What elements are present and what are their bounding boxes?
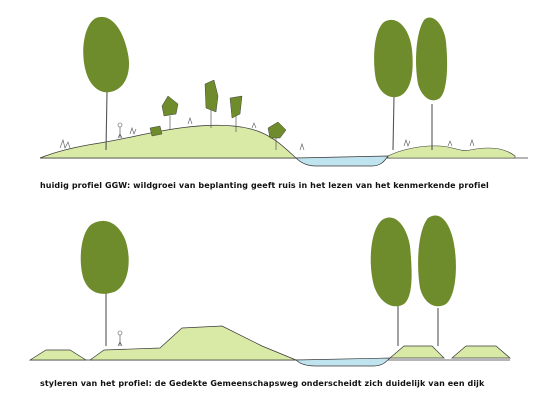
person-figure <box>117 330 123 347</box>
caption-current-profile: huidig profiel GGW: wildgroei van beplan… <box>40 181 489 190</box>
tree-right-1 <box>374 19 413 151</box>
caption-styled-profile: styleren van het profiel: de Gedekte Gem… <box>40 379 485 388</box>
water-channel <box>295 357 391 367</box>
tree-left <box>80 220 129 346</box>
tree-right-1 <box>370 217 412 346</box>
dike-mound <box>88 325 297 361</box>
current-profile-sketch <box>39 16 528 167</box>
person-figure <box>117 122 123 139</box>
dike-mound <box>39 125 297 159</box>
tree-right-2 <box>418 215 456 346</box>
tree-right-2 <box>416 17 448 150</box>
left-mound <box>28 349 88 361</box>
right-bank <box>387 145 516 159</box>
styled-profile-sketch <box>28 215 511 367</box>
right-mound-2 <box>451 345 511 359</box>
water-channel <box>295 155 389 167</box>
right-mound-1 <box>389 345 445 359</box>
shrub-cluster <box>59 79 475 151</box>
tree-left <box>83 16 130 151</box>
